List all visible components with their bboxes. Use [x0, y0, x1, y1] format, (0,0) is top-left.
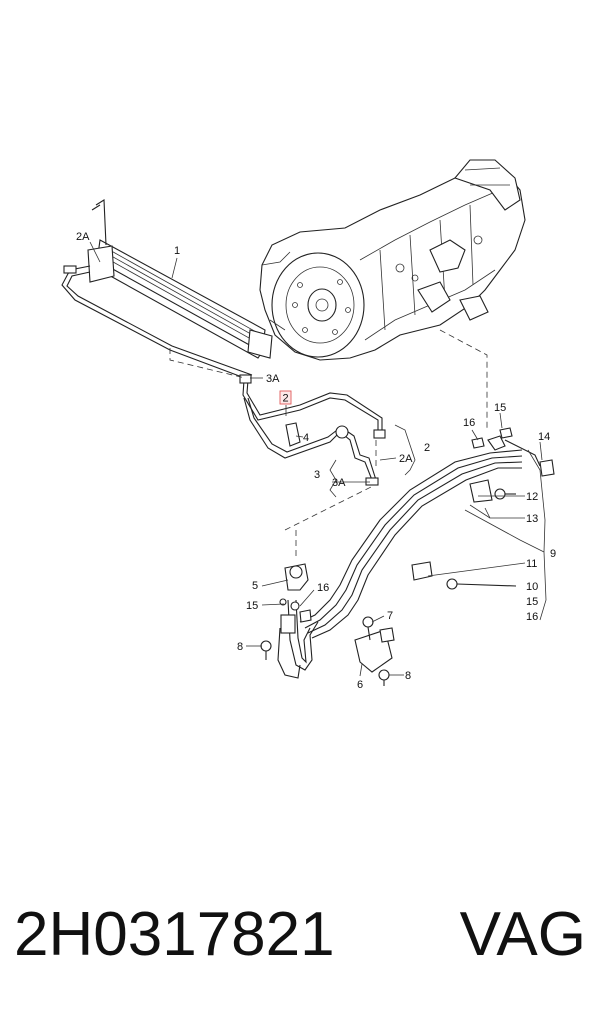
- label-11: 11: [526, 558, 537, 570]
- label-10: 10: [526, 581, 538, 593]
- oil-lines: [239, 374, 555, 686]
- label-16-top: 16: [463, 417, 475, 429]
- label-15-list: 15: [526, 596, 538, 608]
- label-2-right: 2: [424, 442, 430, 454]
- label-14: 14: [538, 431, 550, 443]
- label-2A-top: 2A: [76, 231, 90, 243]
- label-4: 4: [303, 432, 309, 444]
- label-2-highlight-box: [279, 390, 292, 405]
- transmission: [259, 159, 526, 361]
- label-7: 7: [387, 610, 393, 622]
- label-3: 3: [314, 469, 320, 481]
- label-3A-top: 3A: [266, 373, 280, 385]
- footer: 2H0317821 VAG: [0, 890, 600, 980]
- label-5: 5: [252, 580, 258, 592]
- label-1: 1: [174, 245, 180, 257]
- label-2A-mid: 2A: [399, 453, 413, 465]
- brand-name: VAG: [459, 900, 586, 969]
- oil-cooler: [61, 199, 273, 381]
- label-15-top: 15: [494, 402, 506, 414]
- parts-diagram: 2A 1 3A 2 4 2 2A 3 3A 16 15 14 12 13 9 1…: [61, 159, 556, 691]
- label-16-mid: 16: [317, 582, 329, 594]
- label-6: 6: [357, 679, 363, 691]
- label-8-left: 8: [237, 641, 243, 653]
- label-12: 12: [526, 491, 538, 503]
- callout-labels: 2A 1 3A 2 4 2 2A 3 3A 16 15 14 12 13 9 1…: [76, 231, 556, 691]
- label-8-right: 8: [405, 670, 411, 682]
- part-number: 2H0317821: [14, 900, 335, 969]
- label-3A-mid: 3A: [332, 477, 346, 489]
- label-13: 13: [526, 513, 538, 525]
- leader-dashes: [169, 329, 488, 560]
- leader-lines: [89, 241, 547, 677]
- label-15-mid: 15: [246, 600, 258, 612]
- label-9: 9: [550, 548, 556, 560]
- label-16-list: 16: [526, 611, 538, 623]
- label-2-highlight: 2: [283, 393, 289, 405]
